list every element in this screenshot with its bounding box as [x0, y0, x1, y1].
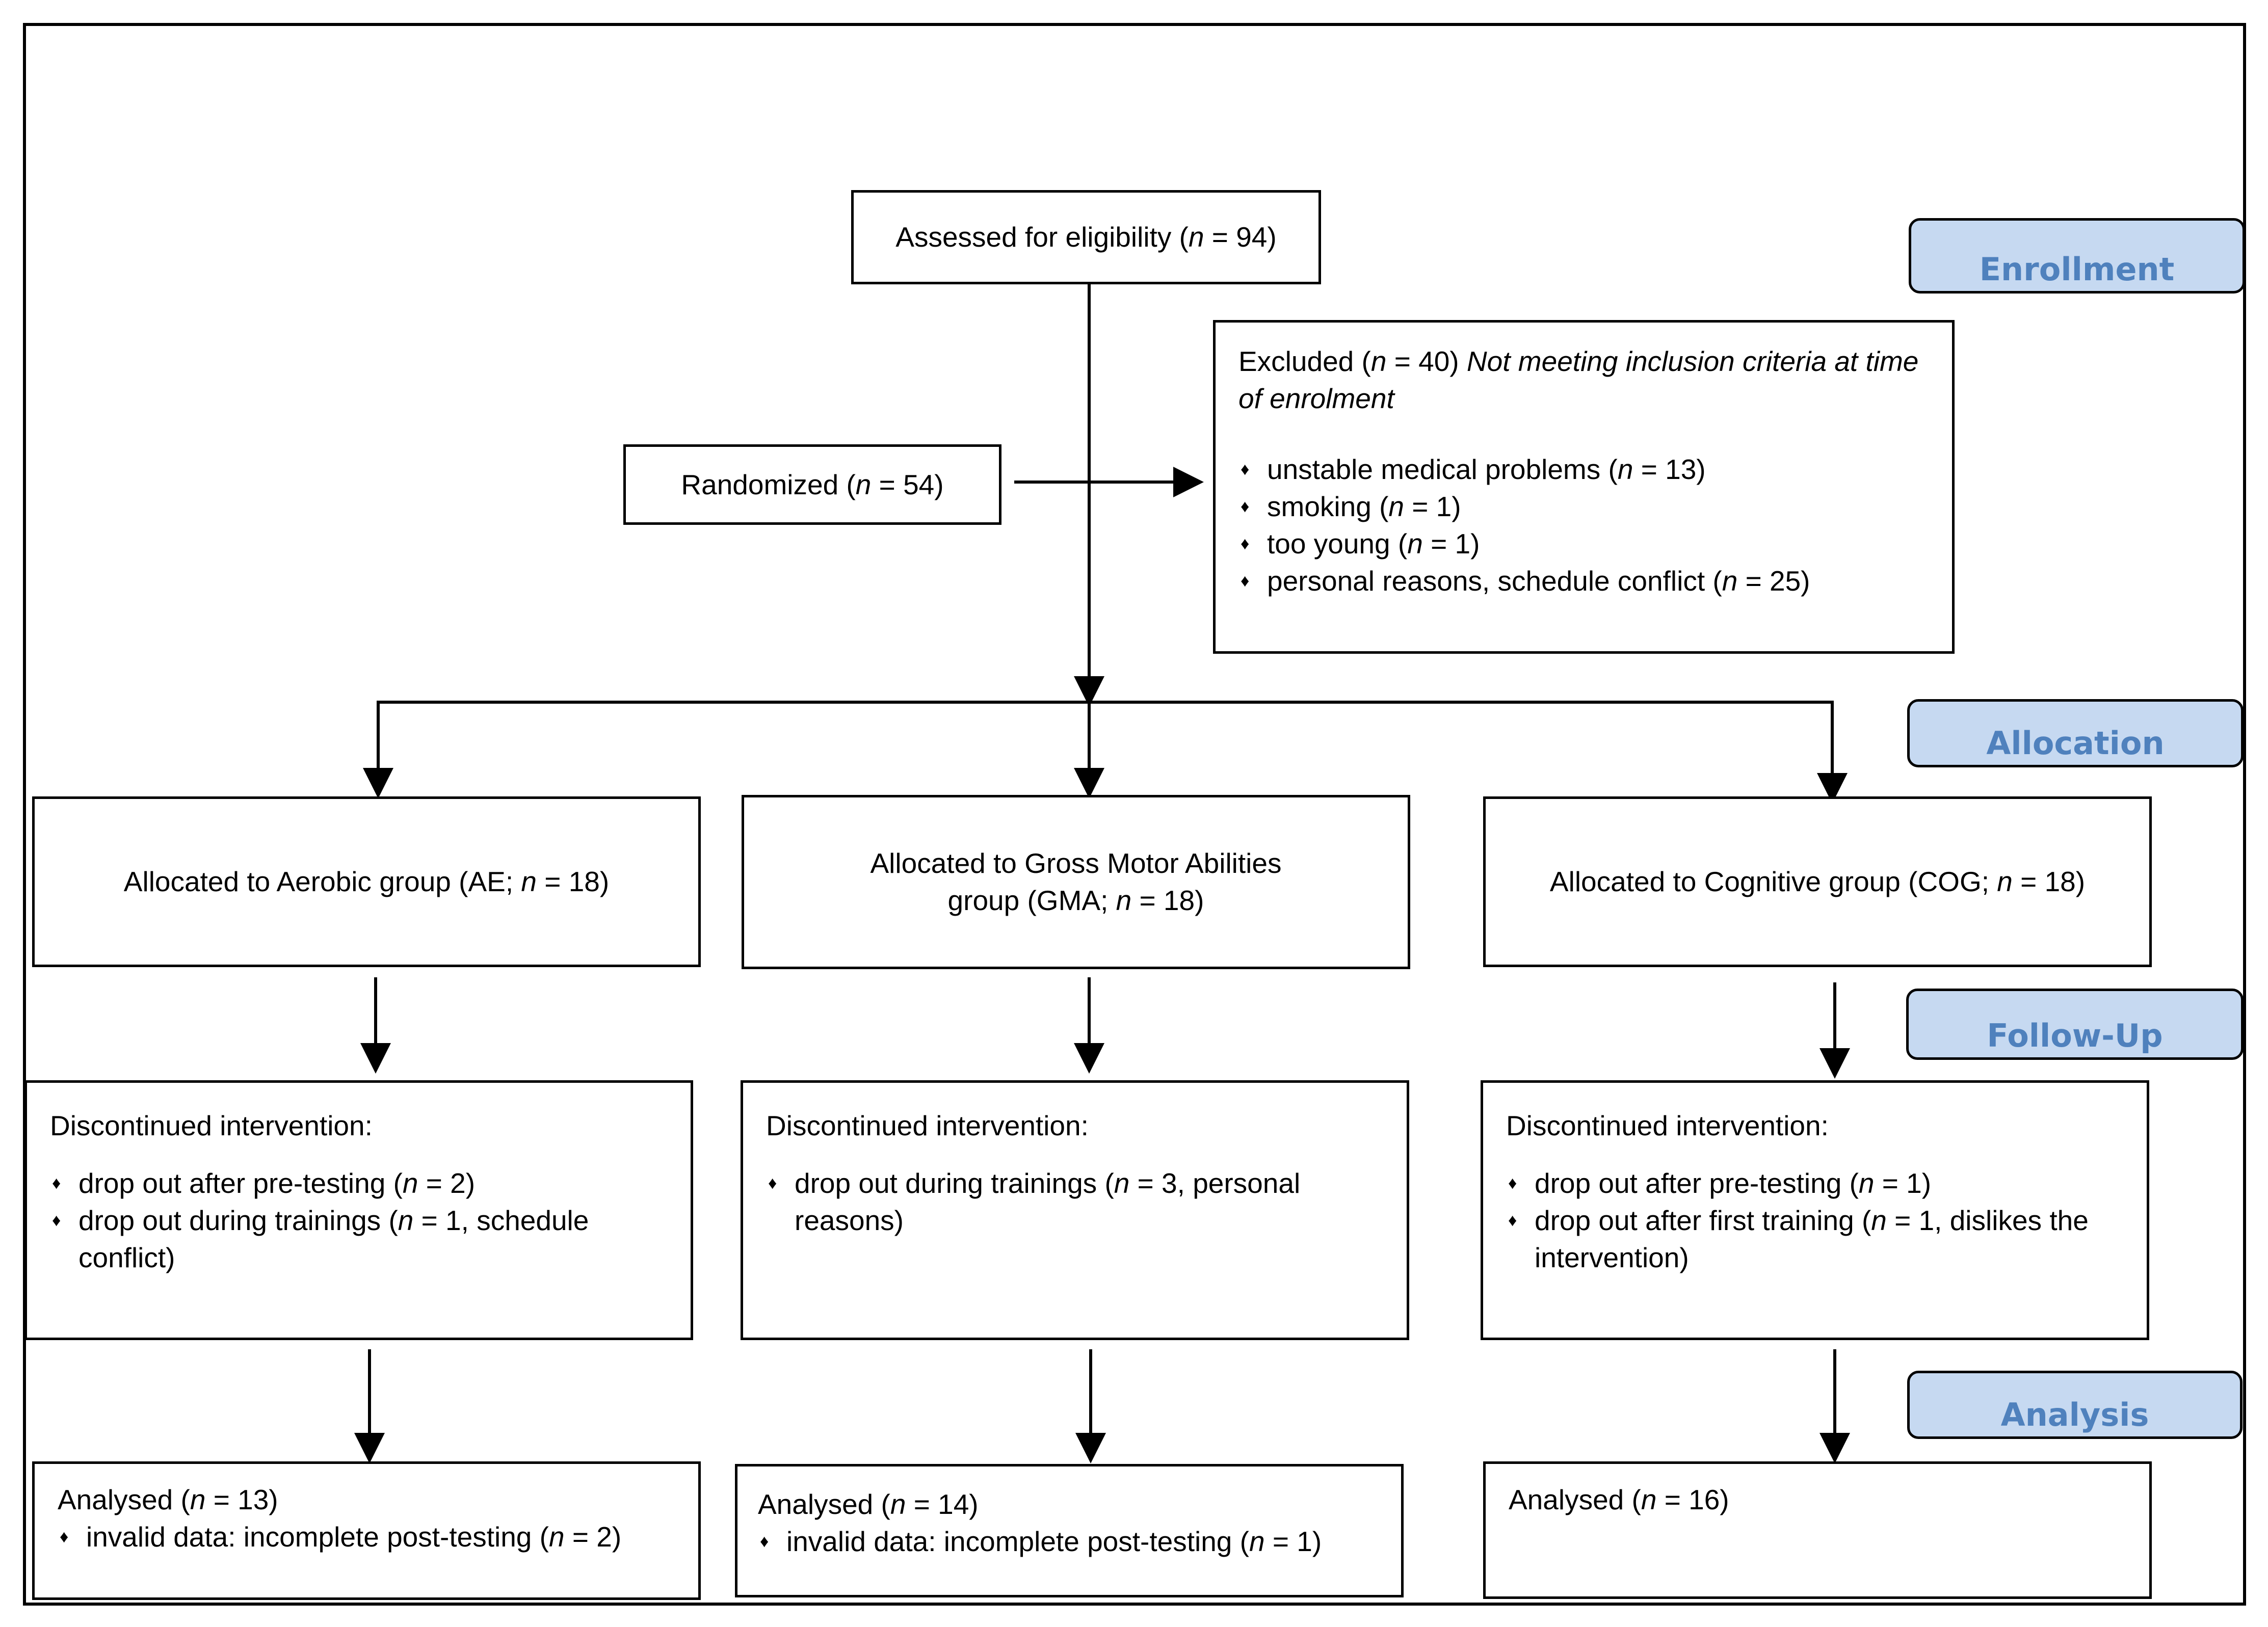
list-item: invalid data: incomplete post-testing (n… — [58, 1518, 678, 1556]
analysed-ae-text: Analysed (n = 13) — [58, 1484, 278, 1515]
excluded-box: Excluded (n = 40) Not meeting inclusion … — [1213, 320, 1955, 654]
excluded-note: Not meeting inclusion criteria at time o… — [1238, 345, 1919, 414]
list-item: invalid data: incomplete post-testing (n… — [758, 1523, 1381, 1560]
analysed-gma-box: Analysed (n = 14) invalid data: incomple… — [735, 1464, 1404, 1597]
allocated-cog-text: Allocated to Cognitive group (COG; n = 1… — [1549, 866, 2086, 897]
stage-enrollment-label: Enrollment — [1979, 251, 2175, 288]
discontinued-ae-reasons: drop out after pre-testing (n = 2) drop … — [50, 1165, 640, 1276]
assessed-box: Assessed for eligibility (n = 94) — [851, 190, 1321, 284]
allocation-branch — [377, 701, 1848, 804]
discontinued-gma-title: Discontinued intervention: — [766, 1110, 1089, 1141]
analysed-gma-text: Analysed (n = 14) — [758, 1488, 979, 1520]
list-item: too young (n = 1) — [1238, 525, 1921, 563]
list-item: drop out after pre-testing (n = 2) — [50, 1165, 640, 1202]
randomized-box: Randomized (n = 54) — [623, 444, 1001, 525]
stage-follow-up-label: Follow-Up — [1987, 1017, 2163, 1054]
analysed-ae-box: Analysed (n = 13) invalid data: incomple… — [32, 1461, 701, 1600]
list-item: drop out during trainings (n = 3, person… — [766, 1165, 1356, 1239]
diagram-frame — [23, 23, 2246, 1606]
discontinued-ae-title: Discontinued intervention: — [50, 1110, 373, 1141]
stage-allocation-label: Allocation — [1986, 725, 2165, 762]
discontinued-cog-title: Discontinued intervention: — [1506, 1110, 1829, 1141]
discontinued-cog-reasons: drop out after pre-testing (n = 1) drop … — [1506, 1165, 2126, 1276]
stage-enrollment: Enrollment — [1909, 218, 2245, 294]
allocated-cog-box: Allocated to Cognitive group (COG; n = 1… — [1483, 796, 2152, 967]
allocated-gma-box: Allocated to Gross Motor Abilities group… — [742, 795, 1410, 969]
analysed-gma-notes: invalid data: incomplete post-testing (n… — [758, 1523, 1381, 1560]
excluded-reasons: unstable medical problems (n = 13) smoki… — [1238, 451, 1921, 600]
discontinued-cog-box: Discontinued intervention: drop out afte… — [1481, 1080, 2149, 1340]
discontinued-gma-reasons: drop out during trainings (n = 3, person… — [766, 1165, 1356, 1239]
discontinued-gma-box: Discontinued intervention: drop out duri… — [741, 1080, 1409, 1340]
stage-analysis-label: Analysis — [2000, 1396, 2149, 1433]
list-item: smoking (n = 1) — [1238, 488, 1921, 525]
stage-allocation: Allocation — [1907, 699, 2244, 767]
discontinued-ae-box: Discontinued intervention: drop out afte… — [24, 1080, 693, 1340]
list-item: drop out during trainings (n = 1, schedu… — [50, 1202, 640, 1276]
excluded-heading: Excluded (n = 40) Not meeting inclusion … — [1238, 345, 1919, 414]
allocated-ae-box: Allocated to Aerobic group (AE; n = 18) — [32, 796, 701, 967]
analysed-ae-notes: invalid data: incomplete post-testing (n… — [58, 1518, 678, 1556]
stage-follow-up: Follow-Up — [1906, 989, 2244, 1060]
analysed-cog-box: Analysed (n = 16) — [1483, 1461, 2152, 1599]
stage-analysis: Analysis — [1907, 1371, 2243, 1439]
list-item: personal reasons, schedule conflict (n =… — [1238, 563, 1921, 600]
allocated-gma-text: Allocated to Gross Motor Abilities group… — [870, 847, 1282, 916]
list-item: drop out after pre-testing (n = 1) — [1506, 1165, 2126, 1202]
randomized-text: Randomized (n = 54) — [681, 468, 944, 500]
list-item: unstable medical problems (n = 13) — [1238, 451, 1921, 488]
list-item: drop out after first training (n = 1, di… — [1506, 1202, 2126, 1276]
assessed-text: Assessed for eligibility (n = 94) — [895, 221, 1277, 253]
allocated-ae-text: Allocated to Aerobic group (AE; n = 18) — [123, 866, 610, 897]
analysed-cog-text: Analysed (n = 16) — [1509, 1484, 1729, 1515]
